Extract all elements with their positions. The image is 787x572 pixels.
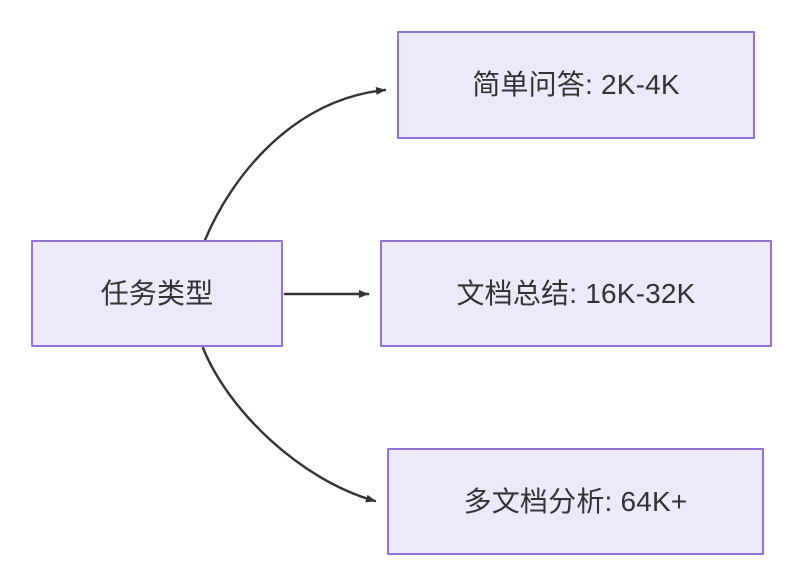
node-multi-document-analysis[interactable]: 多文档分析: 64K+ xyxy=(387,448,764,555)
node-label: 文档总结: 16K-32K xyxy=(456,277,696,309)
edge-root-to-simple xyxy=(203,86,387,242)
node-document-summary[interactable]: 文档总结: 16K-32K xyxy=(380,240,772,347)
node-task-type[interactable]: 任务类型 xyxy=(31,240,283,347)
node-label: 简单问答: 2K-4K xyxy=(472,69,680,101)
node-simple-qa[interactable]: 简单问答: 2K-4K xyxy=(397,31,755,139)
node-label: 任务类型 xyxy=(100,277,214,309)
node-label: 多文档分析: 64K+ xyxy=(463,485,688,517)
edge-root-to-multi xyxy=(201,346,377,503)
